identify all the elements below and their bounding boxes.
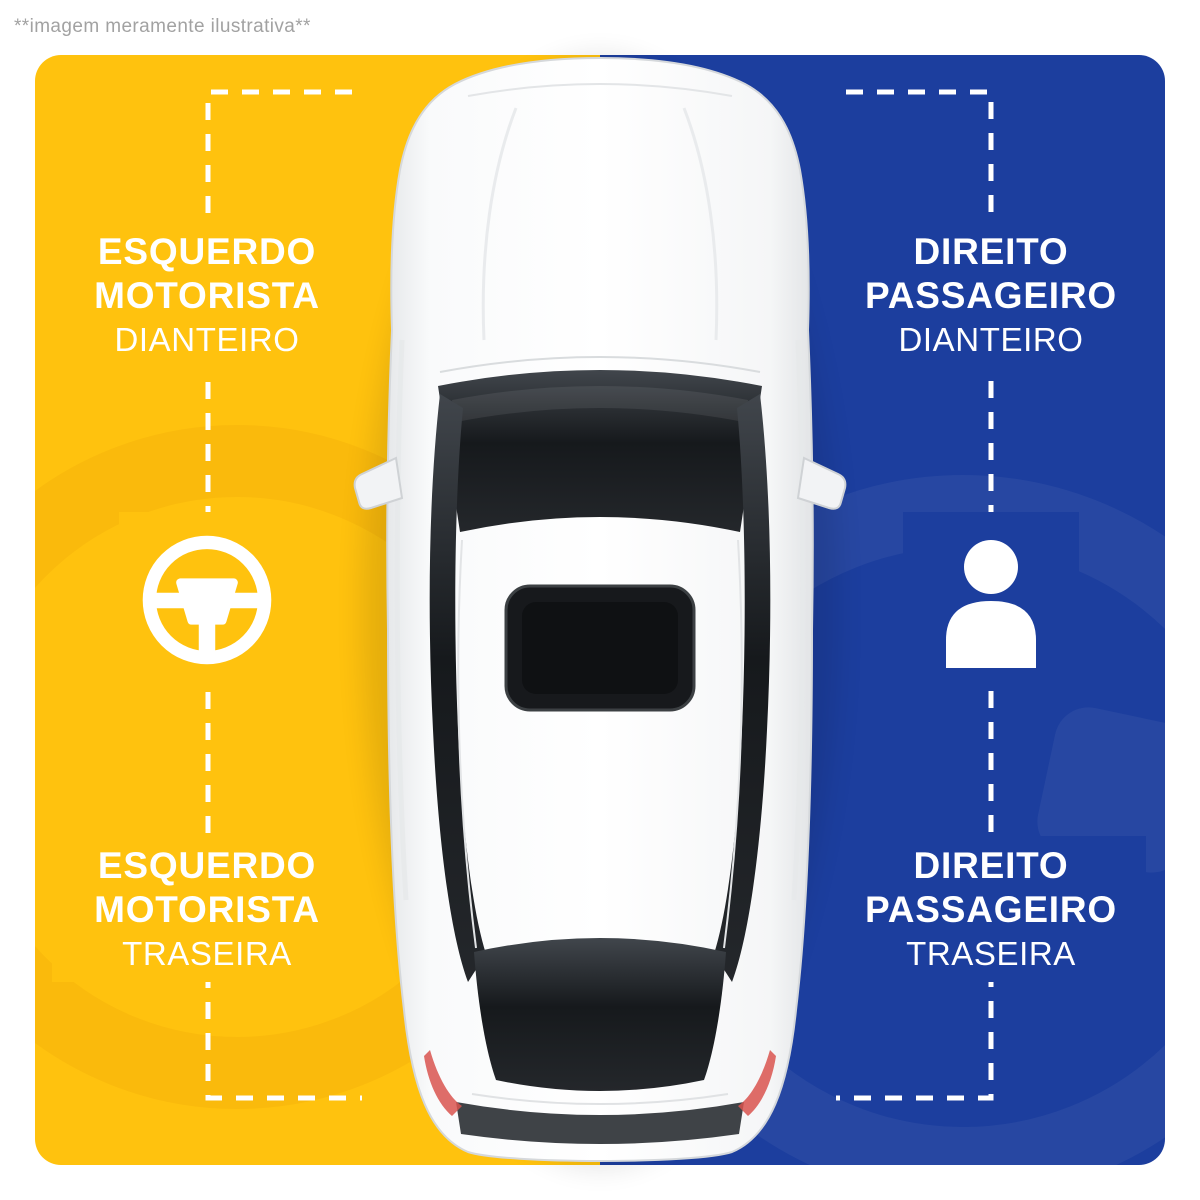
disclaimer-text: **imagem meramente ilustrativa** — [14, 16, 311, 37]
label-line: DIREITO — [913, 845, 1069, 886]
steering-wheel-icon — [119, 512, 295, 688]
label-driver-front: ESQUERDO MOTORISTA DIANTEIRO — [52, 222, 362, 369]
label-line: MOTORISTA — [94, 888, 320, 930]
label-driver-rear: ESQUERDO MOTORISTA TRASEIRA — [52, 836, 362, 983]
label-line: TRASEIRA — [906, 935, 1076, 973]
label-line: ESQUERDO — [97, 845, 317, 886]
label-line: DIREITO — [913, 231, 1069, 272]
label-line: DIANTEIRO — [898, 321, 1084, 359]
label-line: MOTORISTA — [94, 274, 320, 316]
label-passenger-rear: DIREITO PASSAGEIRO TRASEIRA — [836, 836, 1146, 983]
passenger-icon — [903, 512, 1079, 688]
label-line: DIANTEIRO — [114, 321, 300, 359]
steering-wheel-glyph — [142, 535, 272, 665]
label-passenger-front: DIREITO PASSAGEIRO DIANTEIRO — [836, 222, 1146, 369]
passenger-glyph — [946, 540, 1036, 668]
label-line: ESQUERDO — [97, 231, 317, 272]
label-line: PASSAGEIRO — [865, 888, 1117, 930]
label-line: TRASEIRA — [122, 935, 292, 973]
watermark-swirl-left — [35, 425, 579, 1109]
label-line: PASSAGEIRO — [865, 274, 1117, 316]
